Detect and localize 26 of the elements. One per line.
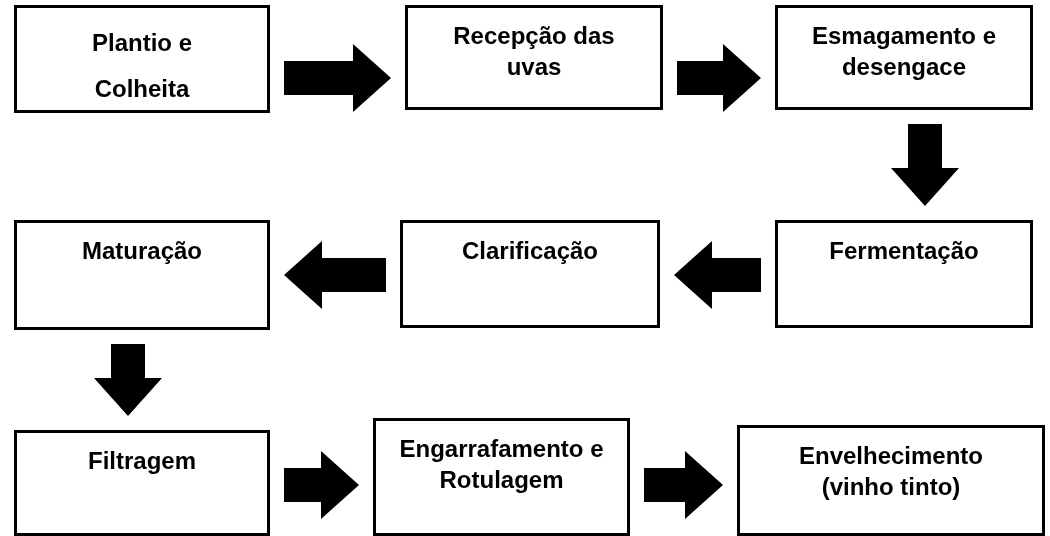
- step-label: Esmagamento e desengace: [810, 21, 998, 83]
- block-arrow: [677, 44, 761, 112]
- block-arrow: [674, 241, 761, 309]
- block-arrow: [891, 124, 959, 206]
- process-box: [400, 220, 660, 328]
- block-arrow: [94, 344, 162, 416]
- block-arrow: [644, 451, 723, 519]
- step-label: Clarificação: [460, 236, 600, 266]
- block-arrow: [284, 241, 386, 309]
- step-label: Filtragem: [87, 446, 197, 476]
- step-label: Engarrafamento e Rotulagem: [398, 434, 605, 496]
- step-label: Fermentação: [828, 236, 980, 266]
- step-label: Recepção das uvas: [452, 21, 616, 83]
- process-box: [737, 425, 1045, 536]
- process-box: [373, 418, 630, 536]
- block-arrow: [284, 44, 391, 112]
- process-box: [14, 430, 270, 536]
- step-label: Maturação: [80, 236, 203, 266]
- block-arrow: [284, 451, 359, 519]
- process-box: [14, 5, 270, 113]
- step-label: Plantio e Colheita: [91, 28, 193, 104]
- process-box: [775, 5, 1033, 110]
- process-box: [14, 220, 270, 330]
- process-box: [775, 220, 1033, 328]
- step-label: Envelhecimento (vinho tinto): [797, 441, 985, 503]
- process-box: [405, 5, 663, 110]
